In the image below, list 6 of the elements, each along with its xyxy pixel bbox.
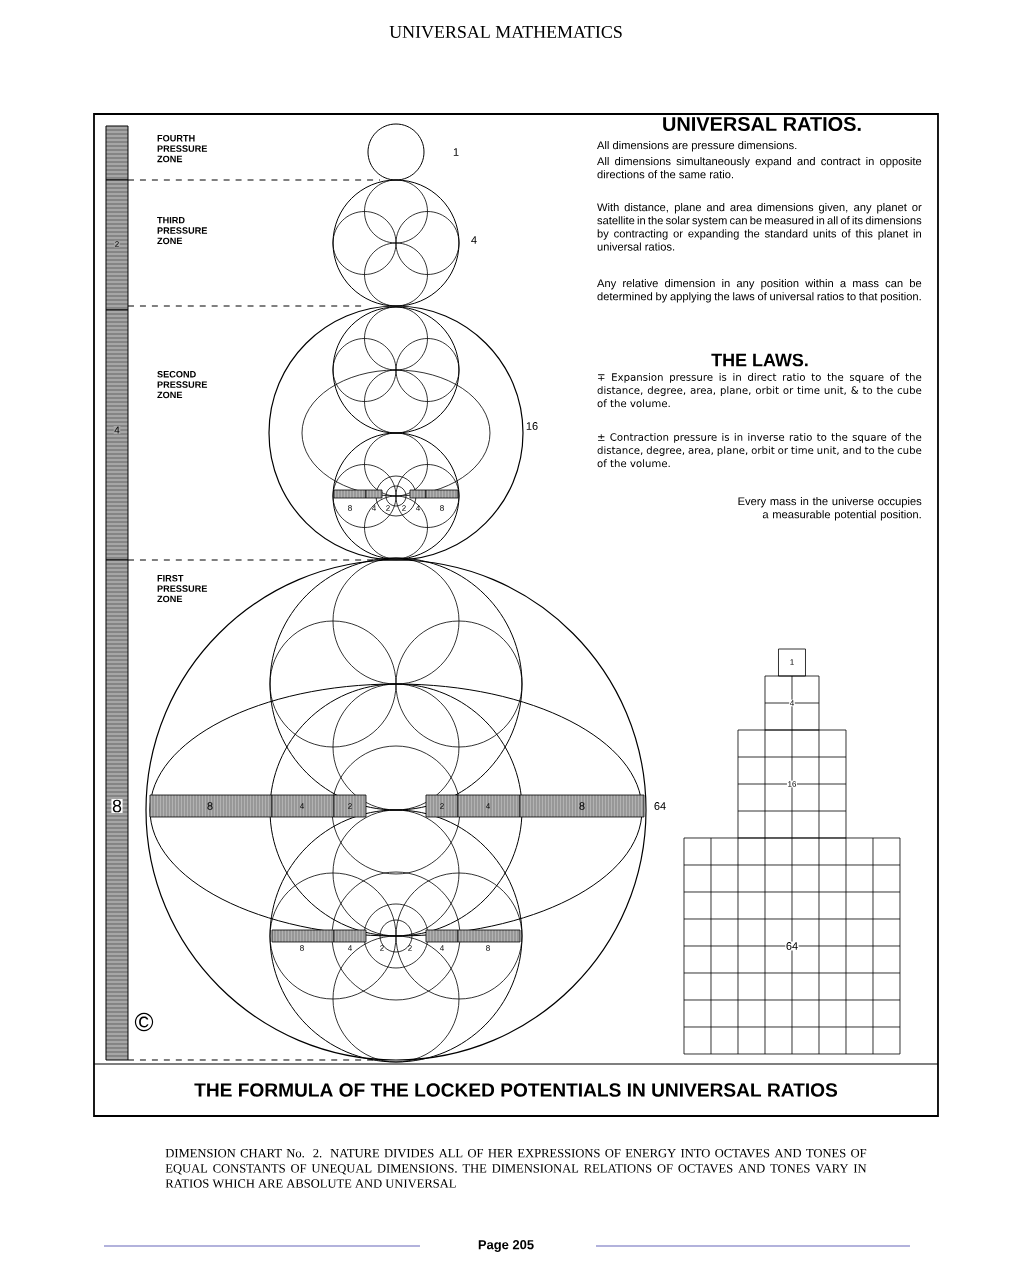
page-header: UNIVERSAL MATHEMATICS [389, 25, 622, 39]
heading: UNIVERSAL RATIOS. [663, 116, 861, 132]
chart-title: THE FORMULA OF THE LOCKED POTENTIALS IN UNIVERSAL RATIOS [194, 1083, 838, 1097]
heading: THE LAWS. [711, 353, 808, 367]
copyright-symbol: © [134, 1012, 154, 1032]
ruler-number: 8 [111, 799, 123, 813]
